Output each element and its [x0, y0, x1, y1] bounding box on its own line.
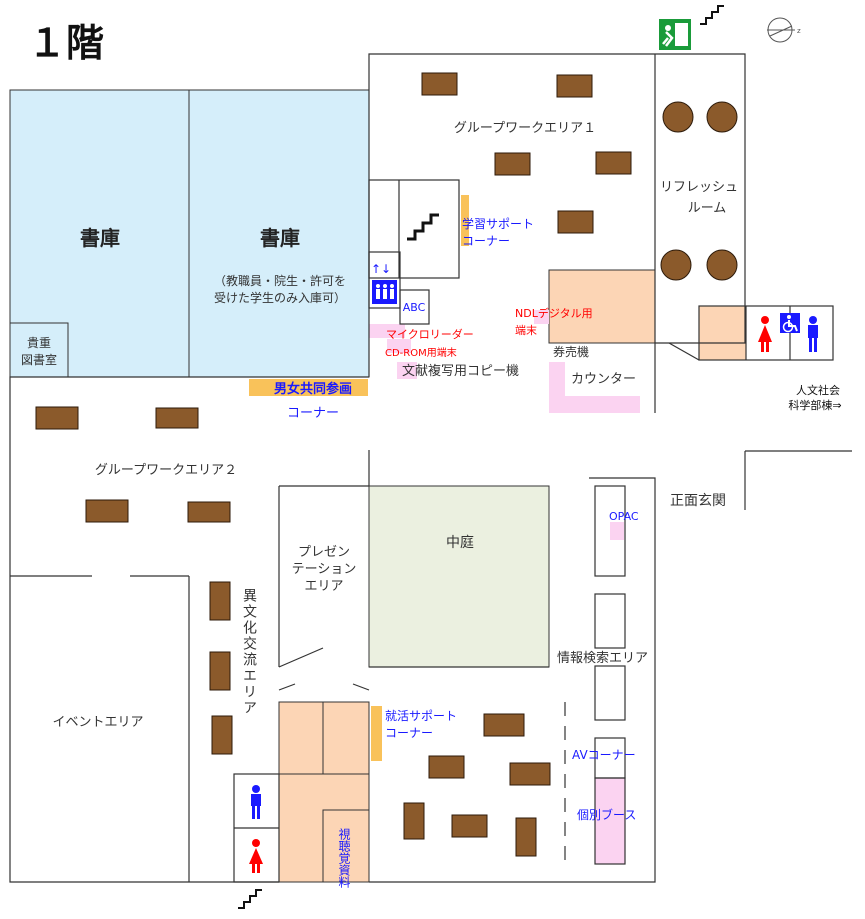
- counter-marker: [549, 362, 640, 413]
- copy-machine-label: 文献複写用コピー機: [402, 363, 519, 379]
- wheelchair-icon: [780, 313, 800, 333]
- micro-reader-label: マイクロリーダー: [386, 327, 474, 341]
- cdrom-marker: [387, 339, 411, 353]
- table: [85, 499, 129, 523]
- jinbun-label-2: 科学部棟⇒: [788, 398, 841, 412]
- svg-text:z: z: [797, 27, 801, 35]
- study-support-marker: [461, 195, 469, 246]
- stack-1-label: 書庫: [80, 226, 120, 250]
- exit-icon: [659, 19, 691, 50]
- stack-2-note-1: （教職員・院生・許可を: [214, 273, 346, 288]
- male-restroom-icon: [808, 316, 818, 352]
- table: [187, 501, 231, 523]
- stack-2-label: 書庫: [260, 226, 300, 250]
- study-support-label-2: コーナー: [462, 234, 510, 248]
- job-support-label-1: 就活サポート: [385, 709, 457, 723]
- opac-label: OPAC: [609, 510, 639, 523]
- round-table: [662, 101, 694, 133]
- restroom-storage: [698, 305, 747, 361]
- male-restroom-icon: [251, 785, 261, 819]
- booth-marker: [595, 778, 625, 864]
- table: [211, 715, 233, 755]
- booth-label: 個別ブース: [577, 807, 636, 822]
- rare-room-label-1: 貴重: [27, 336, 51, 350]
- furniture: [35, 72, 738, 857]
- table: [483, 713, 525, 737]
- av-room-2: [322, 701, 370, 775]
- av-corner-label: AVコーナー: [572, 748, 636, 762]
- rare-book-room[interactable]: [9, 322, 69, 378]
- refresh-label-2: ルーム: [688, 201, 727, 216]
- gender-corner-label-2: コーナー: [287, 406, 339, 421]
- study-support-label-1: 学習サポート: [462, 216, 534, 231]
- presentation-label-2: テーション: [292, 562, 357, 577]
- stairs-icon: [700, 5, 724, 25]
- table: [155, 407, 199, 429]
- female-restroom-icon: [249, 839, 263, 873]
- micro-reader-marker: [369, 324, 405, 338]
- event-area-label: イベントエリア: [52, 715, 143, 730]
- table: [515, 817, 537, 857]
- rare-room-label-2: 図書室: [21, 352, 57, 367]
- opac-marker: [610, 522, 624, 540]
- cdrom-label: CD-ROM用端末: [385, 346, 457, 359]
- walls: [9, 53, 852, 883]
- female-restroom-icon: [758, 316, 772, 352]
- ticket-machine-label: 券売機: [553, 344, 589, 359]
- presentation-label-1: プレゼン: [298, 545, 350, 560]
- table: [509, 762, 551, 786]
- table: [209, 651, 231, 691]
- gender-corner-label-1: 男女共同参画: [274, 381, 352, 397]
- ibunka-label: 異文化交流エリア: [241, 588, 257, 716]
- jinbun-label-1: 人文社会: [796, 383, 840, 397]
- round-table: [706, 101, 738, 133]
- service-counter-area: [548, 269, 656, 344]
- table: [209, 581, 231, 621]
- table: [556, 74, 593, 98]
- refresh-label-1: リフレッシュ: [660, 180, 738, 195]
- ndl-label-2: 端末: [515, 323, 537, 337]
- counter-label: カウンター: [571, 372, 636, 387]
- stack-room-2[interactable]: [188, 89, 370, 378]
- av-material-label: 視聴覚資料: [337, 827, 351, 888]
- gender-corner-marker: [249, 379, 368, 396]
- courtyard: [368, 485, 550, 668]
- stack-2-note-2: 受けた学生のみ入庫可）: [214, 290, 346, 305]
- table: [403, 802, 425, 840]
- compass-icon: z: [767, 17, 801, 43]
- info-search-label: 情報検索エリア: [557, 651, 648, 666]
- table: [421, 72, 458, 96]
- av-material-room[interactable]: [322, 809, 370, 883]
- table: [557, 210, 594, 234]
- ndl-label-1: NDLデジタル用: [515, 306, 593, 320]
- table: [451, 814, 488, 838]
- table: [494, 152, 531, 176]
- table: [428, 755, 465, 779]
- av-room-1: [278, 701, 324, 775]
- stairs-icon: [238, 889, 262, 909]
- stairs-icon: [407, 213, 439, 241]
- gw1-label: グループワークエリア１: [454, 121, 596, 136]
- svg-text:↑↓: ↑↓: [371, 262, 391, 276]
- elevator-icon[interactable]: ↑↓: [371, 262, 397, 304]
- abc-label: ABC: [403, 301, 426, 314]
- table: [595, 151, 632, 175]
- presentation-label-3: エリア: [304, 579, 343, 594]
- copy-marker: [397, 362, 417, 379]
- ndl-terminal-marker: [534, 310, 549, 324]
- gw2-label: グループワークエリア２: [95, 463, 237, 478]
- round-table: [660, 249, 692, 281]
- job-support-marker: [371, 706, 382, 761]
- job-support-label-2: コーナー: [385, 726, 433, 740]
- entrance-label: 正面玄関: [670, 492, 726, 509]
- round-table: [706, 249, 738, 281]
- floor-title: １階: [28, 21, 105, 65]
- courtyard-label: 中庭: [446, 534, 474, 551]
- table: [35, 406, 79, 430]
